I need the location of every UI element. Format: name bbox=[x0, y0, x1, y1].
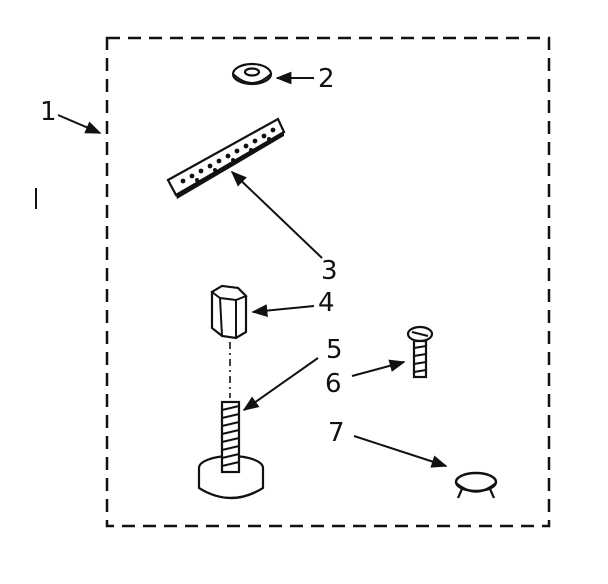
callout-4-label: 4 bbox=[318, 288, 335, 318]
callout-2-label: 2 bbox=[318, 64, 335, 94]
callout-3-leader bbox=[230, 170, 323, 259]
callout-4-leader bbox=[251, 304, 315, 317]
leveling-foot-bolt-icon bbox=[197, 400, 265, 499]
callout-3-label: 3 bbox=[321, 256, 338, 286]
perforated-strap-icon bbox=[166, 117, 286, 199]
clip-ring-icon bbox=[454, 471, 498, 499]
callout-7-leader bbox=[353, 435, 448, 468]
callout-7-label: 7 bbox=[328, 418, 345, 448]
callout-6-leader bbox=[351, 359, 406, 377]
hex-coupling-nut-icon bbox=[210, 284, 248, 340]
screw-icon bbox=[406, 325, 434, 379]
kit-boundary-dashed-box bbox=[105, 36, 551, 528]
washer-icon bbox=[231, 62, 273, 86]
callout-1-label: 1 bbox=[40, 97, 57, 127]
callout-5-label: 5 bbox=[326, 335, 343, 365]
callout-6-label: 6 bbox=[325, 369, 342, 399]
callout-1-leader bbox=[57, 114, 102, 134]
callout-5-leader bbox=[242, 357, 319, 411]
